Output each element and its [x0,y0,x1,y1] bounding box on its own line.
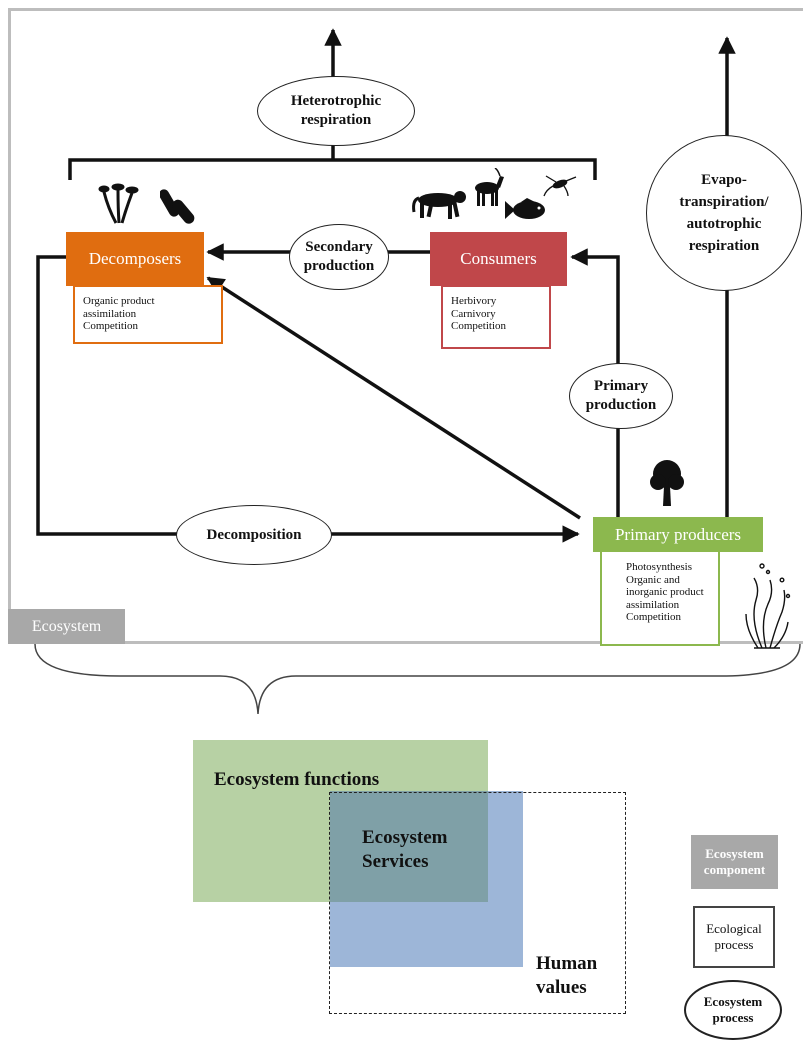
curly-brace [34,643,801,715]
bacteria-icon [160,189,195,224]
ecosystem-services-label: Ecosystem Services [362,827,448,872]
human-values-label: Human values [536,953,598,998]
process-item: Photosynthesis [626,561,693,573]
evapotranspiration-ellipse: Evapo- transpiration/ autotrophic respir… [646,135,802,291]
process-item: Organic product [83,295,155,307]
primary-producers-process-box: Photosynthesis Organic and inorganic pro… [600,549,720,646]
seaweed-icon [745,563,791,649]
decomposers-process-box: Organic product assimilation Competition [73,285,223,344]
ecosystem-tag: Ecosystem [8,609,125,644]
respiration-bracket [68,158,597,180]
tree-icon [650,460,684,506]
copepod-icon [543,175,577,197]
gazelle-icon [475,168,504,206]
process-item: assimilation [626,598,680,611]
process-item: assimilation [83,307,137,320]
primary-production-arrow [570,248,620,517]
decomposition-ellipse: Decomposition [176,505,332,565]
process-item: Herbivory [451,295,497,307]
legend-ecological-process: Ecological process [693,906,775,968]
human-values-area [329,792,626,1014]
primary-production-ellipse: Primary production [569,363,673,429]
heterotrophic-respiration-ellipse: Heterotrophic respiration [257,76,415,146]
consumers-component: Consumers [430,232,567,286]
ecosystem-functions-label: Ecosystem functions [214,769,380,790]
process-item: Organic and [626,573,680,586]
process-item: Competition [626,611,681,623]
consumers-process-box: Herbivory Carnivory Competition [441,285,551,349]
decomposers-component: Decomposers [66,232,204,286]
secondary-production-ellipse: Secondary production [289,224,389,290]
process-item: Competition [451,320,506,332]
producer-to-decomposer-arrow [206,276,581,520]
ecosystem-frame [8,8,803,644]
process-item: Carnivory [451,307,496,320]
legend-ecosystem-process: Ecosystem process [684,980,782,1040]
functions-services-overlap [330,791,488,902]
process-item: inorganic product [626,586,704,598]
process-item: Competition [83,320,138,332]
mushroom-icon [98,183,139,224]
legend-ecosystem-component: Ecosystem component [691,835,778,889]
cheetah-icon [412,191,466,219]
primary-producers-component: Primary producers [593,517,763,552]
fish-icon [505,198,545,219]
